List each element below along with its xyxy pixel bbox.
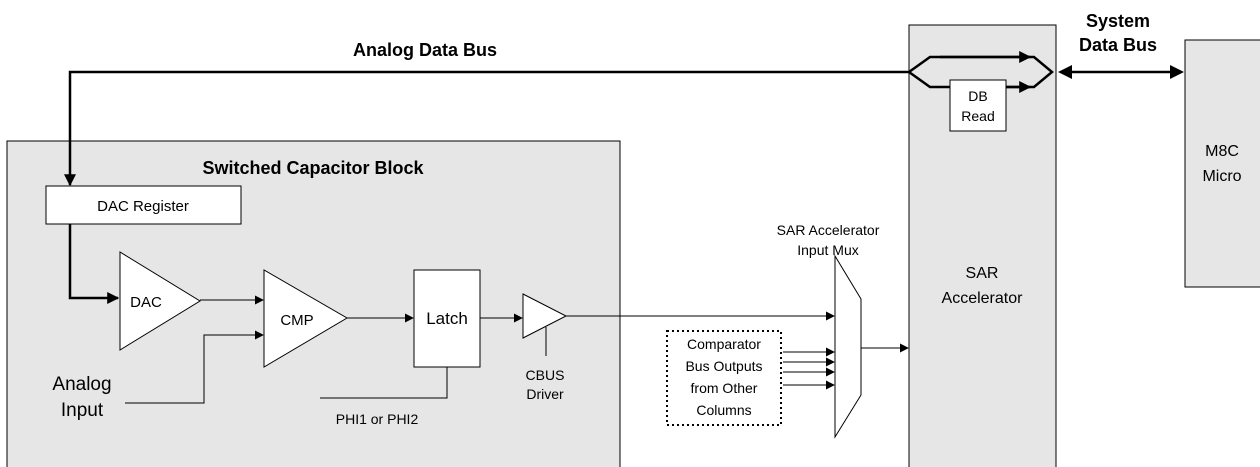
dac-label: DAC: [130, 294, 162, 311]
comparator-label-line3: from Other: [691, 380, 758, 396]
m8c-micro-block: M8C Micro: [1184, 39, 1260, 288]
analog-data-bus-wire: [64, 70, 909, 187]
latch-label: Latch: [426, 309, 468, 328]
system-data-bus-label-line2: Data Bus: [1079, 35, 1157, 55]
analog-data-bus-label: Analog Data Bus: [353, 40, 497, 60]
sar-accelerator-label-line2: Accelerator: [942, 290, 1024, 307]
sar-mux-label-line1: SAR Accelerator: [777, 222, 880, 238]
m8c-label-line2: Micro: [1202, 168, 1241, 185]
system-data-bus-wire: [1058, 65, 1184, 79]
analog-input-wire: [125, 330, 264, 404]
cmp-triangle: CMP: [263, 269, 348, 368]
cmp-label: CMP: [280, 312, 313, 329]
cbus-driver-label-line2: Driver: [526, 386, 564, 402]
sar-accelerator-label-line1: SAR: [966, 265, 999, 282]
db-read-label-line2: Read: [961, 108, 994, 124]
cbus-driver-triangle: CBUS Driver: [522, 293, 568, 402]
latch-box: Latch: [413, 269, 481, 368]
switched-capacitor-block-title: Switched Capacitor Block: [202, 158, 424, 178]
comparator-label-line2: Bus Outputs: [685, 358, 762, 374]
comparator-bus-outputs-box: Comparator Bus Outputs from Other Column…: [666, 330, 782, 426]
db-read-box: DB Read: [949, 79, 1007, 132]
phi-label: PHI1 or PHI2: [336, 411, 419, 427]
comparator-label-line1: Comparator: [687, 336, 761, 352]
sar-input-mux: [834, 254, 862, 439]
comparator-label-line4: Columns: [696, 402, 751, 418]
cbus-driver-label-line1: CBUS: [526, 367, 565, 383]
internal-bus-hexagon: [906, 51, 1054, 93]
dac-register-to-dac-wire: [68, 224, 120, 304]
dac-triangle: DAC: [119, 251, 201, 351]
system-data-bus-label-line1: System: [1086, 11, 1150, 31]
sar-mux-label-line2: Input Mux: [797, 242, 858, 258]
db-read-label-line1: DB: [968, 88, 987, 104]
dac-register-box: DAC Register: [45, 185, 242, 225]
sar-accelerator-block: SAR Accelerator: [908, 24, 1057, 467]
comparator-to-mux-wires: [783, 347, 835, 390]
dac-register-label: DAC Register: [97, 198, 189, 215]
phi-clock-wire: [320, 367, 448, 399]
m8c-label-line1: M8C: [1205, 143, 1239, 160]
analog-input-label-line1: Analog: [52, 374, 111, 395]
analog-input-label-line2: Input: [61, 400, 104, 421]
